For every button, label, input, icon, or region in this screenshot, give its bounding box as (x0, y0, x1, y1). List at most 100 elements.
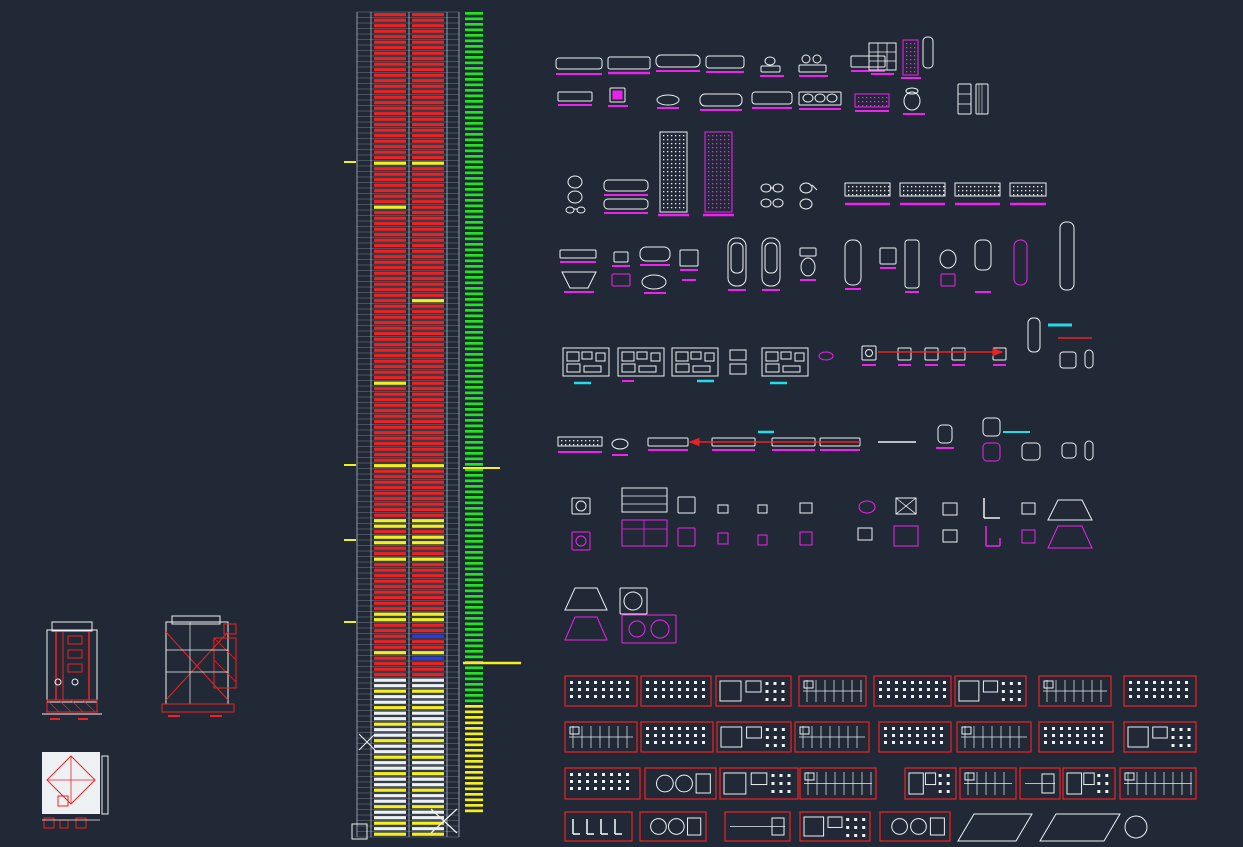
symbol-dot (716, 159, 718, 161)
symbol (611, 273, 631, 287)
symbol-dot (679, 183, 681, 185)
symbol-dot (906, 71, 908, 73)
block-dot (1052, 741, 1055, 744)
level-tick (465, 430, 483, 433)
symbol-dot (667, 187, 669, 189)
floor-bar (374, 706, 406, 710)
block-dot (602, 681, 605, 684)
block-dot (1177, 688, 1180, 691)
block-dot (935, 695, 938, 698)
block-dot (1187, 728, 1191, 731)
symbol-dot (597, 444, 599, 446)
symbol-library-row-6 (571, 487, 1093, 551)
block-dot (626, 681, 629, 684)
unit-block-frame (644, 767, 717, 800)
level-tick (465, 595, 483, 598)
symbol-dot (663, 195, 665, 197)
floor-bar (412, 541, 444, 545)
symbol-dot (728, 151, 730, 153)
block-dot (765, 690, 769, 693)
level-tick (465, 210, 483, 213)
symbol-dot (716, 139, 718, 141)
block-dot (670, 681, 673, 684)
symbol-dot (724, 203, 726, 205)
floor-bar (374, 62, 406, 66)
symbol-dot (906, 43, 908, 45)
symbol-dot (931, 186, 933, 188)
block-dot (862, 826, 866, 829)
block-dot (654, 688, 657, 691)
symbol-dot (866, 105, 868, 107)
symbol-dot (667, 207, 669, 209)
symbol-dot (667, 147, 669, 149)
symbol (1047, 499, 1093, 521)
symbol (611, 438, 629, 450)
floor-bar (374, 112, 406, 116)
floor-bar (412, 794, 444, 798)
block-dot (903, 695, 906, 698)
symbol-dot (911, 190, 913, 192)
symbol (982, 417, 1001, 437)
block-dot (646, 688, 649, 691)
block-dot (1153, 695, 1156, 698)
level-tick (465, 309, 483, 312)
block-dot (765, 744, 769, 747)
symbol-dot (720, 139, 722, 141)
block-dot (1076, 727, 1079, 730)
floor-bar (412, 458, 444, 462)
floor-bar (412, 299, 444, 303)
block-circle (891, 818, 908, 835)
symbol-dot (683, 207, 685, 209)
level-tick (465, 622, 483, 626)
symbol-dot (903, 190, 905, 192)
detail-shape (54, 678, 62, 686)
floor-bar (412, 799, 444, 803)
block-dot (586, 773, 589, 776)
symbol-dot (675, 139, 677, 141)
floor-bar (374, 766, 406, 770)
block-dot (1105, 774, 1109, 777)
symbol-dot (848, 186, 850, 188)
symbol-dot (914, 63, 916, 65)
block-dot (1076, 734, 1079, 737)
block-dot (586, 681, 589, 684)
symbol-dot (1025, 186, 1027, 188)
datum-mark (430, 808, 458, 834)
level-tick (465, 314, 483, 318)
symbol-dot (663, 183, 665, 185)
symbol-dot (679, 147, 681, 149)
symbol-dot (675, 183, 677, 185)
floor-bar (374, 84, 406, 88)
floor-bar (374, 673, 406, 677)
symbol (1061, 442, 1077, 459)
floor-bar (412, 128, 444, 132)
block-rect (1127, 726, 1149, 748)
block-rect (982, 680, 999, 693)
floor-bar (374, 524, 406, 528)
floor-bar (412, 530, 444, 534)
symbol-dot (663, 179, 665, 181)
symbol-dot (720, 171, 722, 173)
block-circle (667, 818, 685, 835)
floor-bar (412, 827, 444, 831)
block-rect (929, 817, 945, 836)
symbol (798, 91, 842, 106)
symbol-dot (712, 139, 714, 141)
block-dot (916, 741, 919, 744)
symbol (619, 587, 648, 615)
symbol-dot (667, 143, 669, 145)
symbol-dot (1041, 194, 1043, 196)
floor-bar (374, 788, 406, 792)
floor-bar (374, 282, 406, 286)
floor-bar (412, 359, 444, 363)
block-dot (578, 688, 581, 691)
symbol-dot (870, 97, 872, 99)
symbol (905, 87, 919, 95)
floor-bar (374, 728, 406, 732)
symbol-dot (907, 190, 909, 192)
symbol-dot (728, 163, 730, 165)
symbol-dot (939, 194, 941, 196)
level-tick (465, 567, 483, 571)
